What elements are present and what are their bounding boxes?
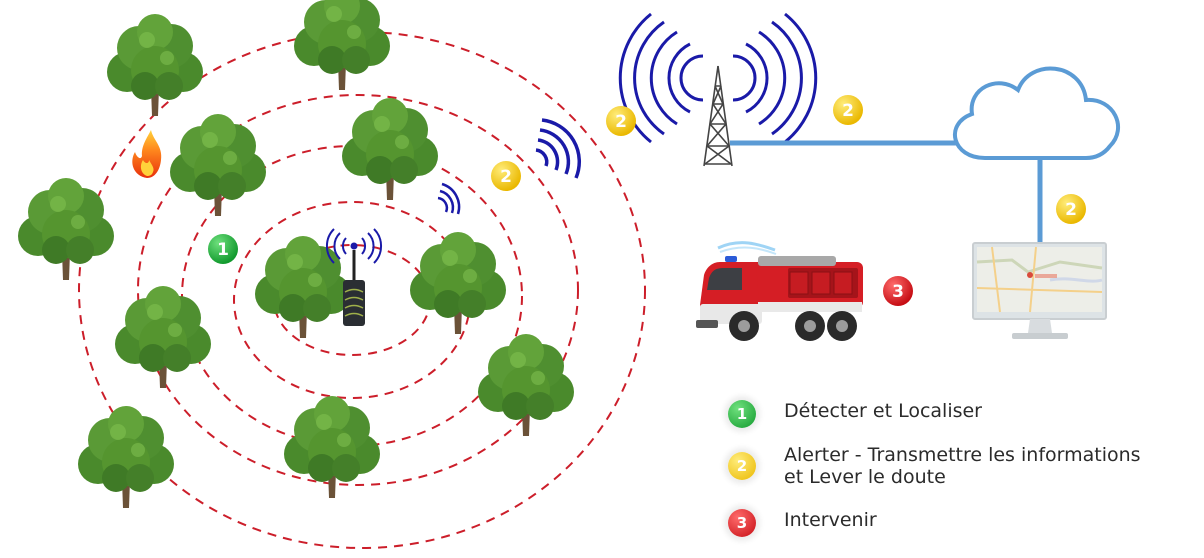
badge-detect-1: 1 bbox=[208, 234, 238, 264]
tree-icon bbox=[168, 112, 268, 218]
legend-badge-1: 1 bbox=[728, 400, 756, 428]
signal-waves-small bbox=[437, 182, 461, 215]
tree-icon bbox=[105, 12, 205, 118]
legend-badge-3: 3 bbox=[728, 509, 756, 537]
legend-item-intervene: 3 Intervenir bbox=[722, 509, 877, 537]
legend-label: Intervenir bbox=[784, 509, 877, 531]
network-links bbox=[730, 140, 1043, 246]
badge-number: 2 bbox=[615, 112, 627, 132]
monitor-map-icon bbox=[972, 242, 1107, 339]
badge-alert-2-link: 2 bbox=[833, 95, 863, 125]
badge-alert-2-sensor: 2 bbox=[491, 161, 521, 191]
legend-item-detect: 1 Détecter et Localiser bbox=[722, 400, 982, 428]
tree-icon bbox=[282, 394, 382, 500]
badge-number: 3 bbox=[892, 282, 904, 302]
tree-icon bbox=[340, 96, 440, 202]
badge-intervene-3: 3 bbox=[883, 276, 913, 306]
badge-number: 2 bbox=[500, 167, 512, 187]
ring-4 bbox=[137, 94, 579, 486]
badge-number: 2 bbox=[1065, 200, 1077, 220]
tree-icon bbox=[76, 404, 176, 510]
legend-item-alert: 2 Alerter - Transmettre les informations… bbox=[722, 444, 1141, 488]
forest bbox=[16, 0, 576, 510]
legend-label: Détecter et Localiser bbox=[784, 400, 982, 422]
fire-icon bbox=[132, 130, 162, 178]
tree-icon bbox=[253, 234, 353, 340]
cloud-icon bbox=[952, 66, 1121, 160]
legend-label: Alerter - Transmettre les informations bbox=[784, 444, 1141, 466]
badge-number: 2 bbox=[842, 101, 854, 121]
legend-badge-2: 2 bbox=[728, 452, 756, 480]
legend-label-line2: et Lever le doute bbox=[784, 466, 946, 488]
badge-number: 1 bbox=[217, 240, 229, 260]
badge-alert-2-monitor: 2 bbox=[1056, 194, 1086, 224]
sensor-device-icon bbox=[325, 228, 383, 326]
ring-5 bbox=[78, 31, 646, 549]
antenna-tower-icon bbox=[618, 12, 818, 167]
signal-waves-medium bbox=[535, 118, 582, 179]
fire-truck-icon bbox=[696, 241, 863, 341]
tree-icon bbox=[113, 284, 213, 390]
tree-icon bbox=[476, 332, 576, 438]
badge-alert-2-relay: 2 bbox=[606, 106, 636, 136]
tree-icon bbox=[292, 0, 392, 92]
